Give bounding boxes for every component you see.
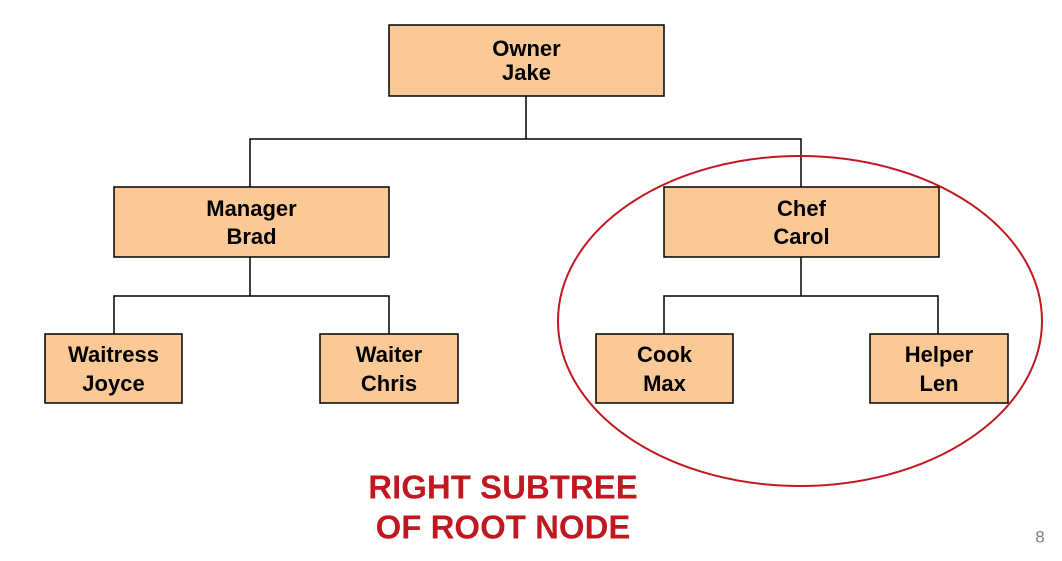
- page-number: 8: [1035, 527, 1044, 546]
- node-title: Waitress: [68, 342, 159, 367]
- node-person: Chris: [361, 371, 417, 396]
- connector-owner-children: [249, 96, 802, 187]
- caption-line-1: RIGHT SUBTREE: [368, 469, 638, 506]
- node-waitress: Waitress Joyce: [44, 333, 183, 404]
- node-person: Max: [643, 371, 687, 396]
- node-person: Brad: [226, 224, 276, 249]
- node-cook: Cook Max: [595, 333, 734, 404]
- node-person: Len: [919, 371, 958, 396]
- node-helper: Helper Len: [869, 333, 1009, 404]
- connectors: [113, 96, 939, 334]
- node-title: Owner: [492, 36, 561, 61]
- right-subtree-highlight: [557, 155, 1043, 487]
- node-box: [44, 333, 183, 404]
- caption-line-2: OF ROOT NODE: [376, 509, 631, 546]
- node-title: Chef: [777, 196, 827, 221]
- node-box: [869, 333, 1009, 404]
- node-owner: Owner Jake: [388, 24, 665, 97]
- node-manager: Manager Brad: [113, 186, 390, 258]
- node-waiter: Waiter Chris: [319, 333, 459, 404]
- connector-manager-children: [113, 257, 390, 334]
- node-title: Cook: [637, 342, 693, 367]
- node-box: [319, 333, 459, 404]
- node-title: Helper: [905, 342, 974, 367]
- node-person: Joyce: [82, 371, 144, 396]
- node-box: [663, 186, 940, 258]
- node-person: Carol: [773, 224, 829, 249]
- connector-chef-children: [663, 257, 939, 334]
- node-chef: Chef Carol: [663, 186, 940, 258]
- node-box: [595, 333, 734, 404]
- node-person: Jake: [502, 60, 551, 85]
- node-box: [113, 186, 390, 258]
- node-box: [388, 24, 665, 97]
- node-title: Waiter: [356, 342, 423, 367]
- node-title: Manager: [206, 196, 297, 221]
